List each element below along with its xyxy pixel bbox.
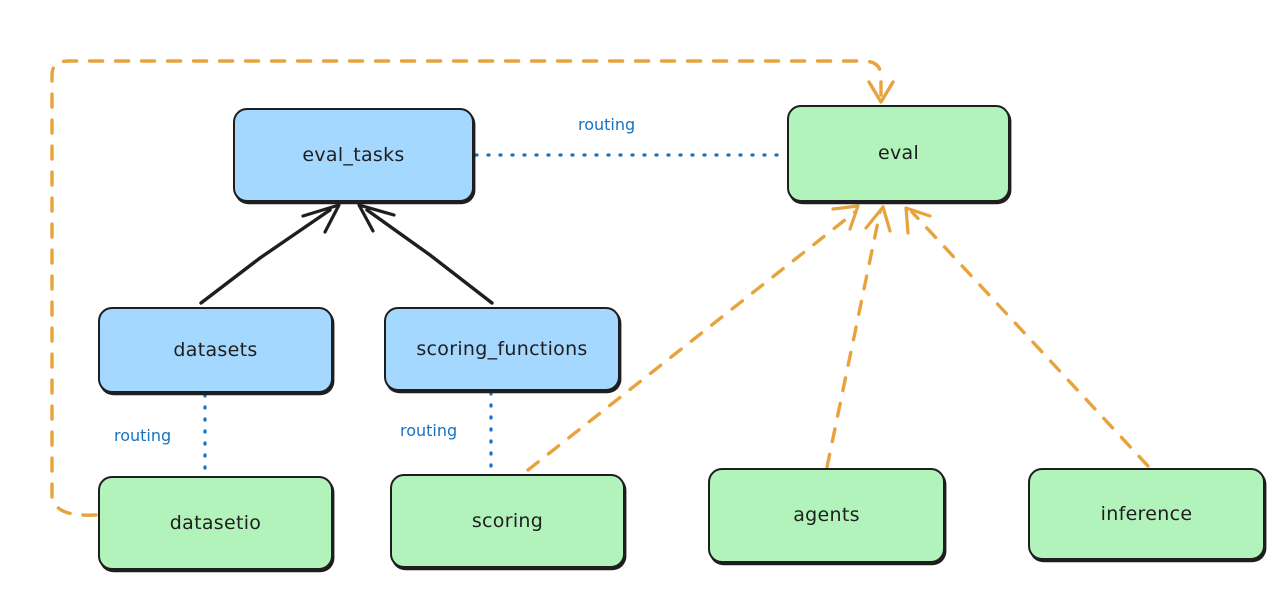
node-agents-label: agents [793, 504, 860, 526]
node-datasets[interactable]: datasets [98, 307, 333, 393]
node-datasetio[interactable]: datasetio [98, 476, 333, 570]
edge-label-routing-eval-tasks-eval: routing [578, 115, 636, 134]
edge-scoring-to-eval [526, 204, 860, 472]
node-eval-tasks-label: eval_tasks [302, 143, 405, 166]
node-agents[interactable]: agents [708, 468, 945, 563]
node-datasetio-label: datasetio [169, 511, 262, 534]
edge-scoring_functions-to-eval_tasks [357, 203, 494, 305]
edge-label-routing-datasets-datasetio: routing [114, 426, 172, 445]
edge-datasets-to-eval_tasks [199, 203, 341, 305]
node-scoring-functions[interactable]: scoring_functions [384, 307, 620, 391]
node-inference[interactable]: inference [1028, 468, 1265, 560]
node-scoring-functions-label: scoring_functions [416, 337, 588, 360]
edge-inference-to-eval [904, 206, 1150, 468]
node-eval-tasks[interactable]: eval_tasks [233, 108, 474, 202]
node-eval-label: eval [877, 142, 920, 164]
node-scoring[interactable]: scoring [390, 474, 625, 568]
edge-label-routing-scoring-functions-scoring: routing [400, 421, 458, 440]
node-scoring-label: scoring [471, 509, 544, 532]
edge-datasetio-to-eval [50, 59, 895, 517]
node-datasets-label: datasets [173, 338, 258, 361]
node-eval[interactable]: eval [787, 105, 1010, 202]
edge-agents-to-eval [825, 205, 892, 469]
node-inference-label: inference [1100, 502, 1193, 525]
